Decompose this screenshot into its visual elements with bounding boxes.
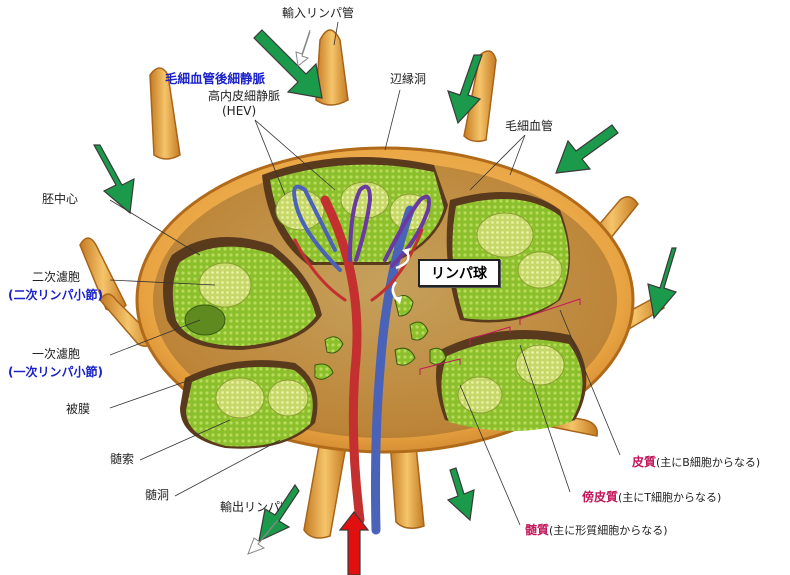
capillary-label: 毛細血管 <box>505 119 554 133</box>
capsule-label: 被膜 <box>66 402 91 416</box>
cortex-title: 皮質 <box>632 455 657 469</box>
lymphocyte-label: リンパ球 <box>418 259 500 287</box>
afferent-lymph-vessel-label: 輸入リンパ管 <box>282 6 355 20</box>
medulla-title: 髄質 <box>525 523 550 537</box>
efferent-lymph-vessel-label: 輸出リンパ管 <box>220 500 282 514</box>
germinal-center-label: 胚中心 <box>42 192 79 206</box>
medulla-note: (主に形質細胞からなる) <box>549 524 668 537</box>
leader-lines <box>109 21 621 526</box>
hev-abbr-label: (HEV) <box>222 104 257 118</box>
postcapillary-venule-label: 毛細血管後細静脈 <box>165 71 266 86</box>
hev-label: 高内皮細静脈 <box>208 89 281 103</box>
paracortex-title: 傍皮質 <box>582 490 619 504</box>
marginal-sinus-label: 辺縁洞 <box>390 72 427 86</box>
secondary-nodule-label: (二次リンパ小節) <box>8 288 103 302</box>
medullary-cord-label: 髄索 <box>110 452 135 466</box>
secondary-follicle-label: 二次濾胞 <box>32 270 81 284</box>
flow-arrows <box>92 29 678 575</box>
paracortex-label: 傍皮質(主にT細胞からなる) <box>582 490 721 505</box>
cortex-label: 皮質(主にB細胞からなる) <box>632 455 760 470</box>
blood-vessels <box>292 184 431 535</box>
medulla-label: 髄質(主に形質細胞からなる) <box>525 523 668 538</box>
bracket-lines <box>419 298 581 375</box>
primary-nodule-label: (一次リンパ小節) <box>8 365 103 379</box>
cortex-note: (主にB細胞からなる) <box>656 456 761 469</box>
paracortex-note: (主にT細胞からなる) <box>618 491 722 504</box>
primary-follicle-label: 一次濾胞 <box>32 347 81 361</box>
medullary-sinus-label: 髄洞 <box>145 488 170 502</box>
